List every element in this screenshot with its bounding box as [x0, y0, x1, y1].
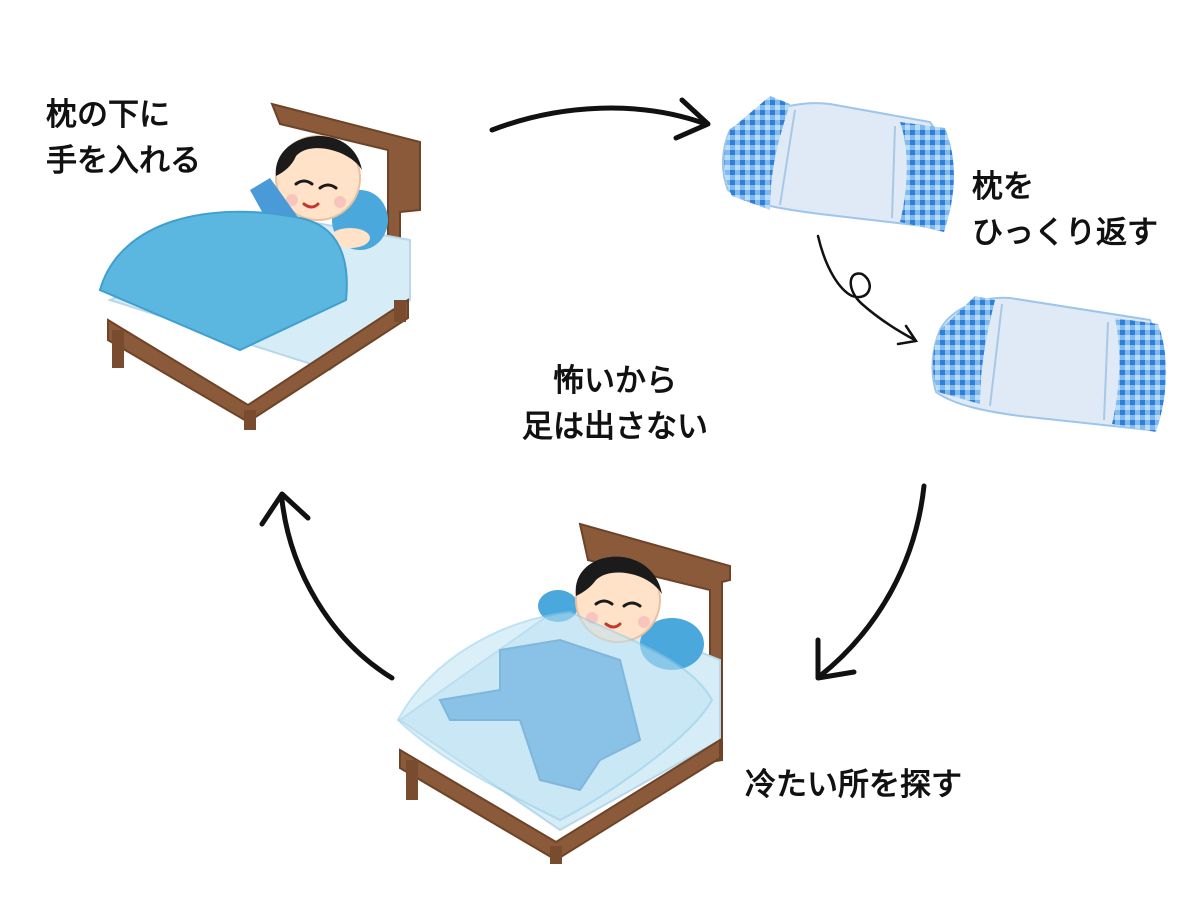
- pillow-before-flip: [722, 96, 954, 232]
- arrow-right: [815, 483, 927, 681]
- label-line: ひっくり返す: [972, 215, 1158, 251]
- label-center-message: 怖いから 足は出さない: [500, 358, 730, 450]
- label-find-cold-spot: 冷たい所を探す: [745, 762, 962, 808]
- label-line: 怖いから: [553, 363, 677, 399]
- bed-boy-sprawled: [396, 522, 731, 864]
- label-hand-under-pillow: 枕の下に 手を入れる: [46, 92, 201, 184]
- pillow-after-flip: [931, 296, 1167, 432]
- bed-boy-hand-under-pillow: [98, 102, 421, 430]
- label-flip-pillow: 枕を ひっくり返す: [972, 164, 1158, 256]
- label-line: 枕の下に: [46, 97, 170, 133]
- label-line: 手を入れる: [46, 143, 201, 179]
- arrow-left: [259, 491, 395, 681]
- label-line: 枕を: [972, 169, 1034, 205]
- label-line: 冷たい所を探す: [745, 767, 962, 803]
- flip-arrow: [816, 234, 919, 346]
- arrow-top: [489, 97, 711, 141]
- label-line: 足は出さない: [522, 409, 708, 445]
